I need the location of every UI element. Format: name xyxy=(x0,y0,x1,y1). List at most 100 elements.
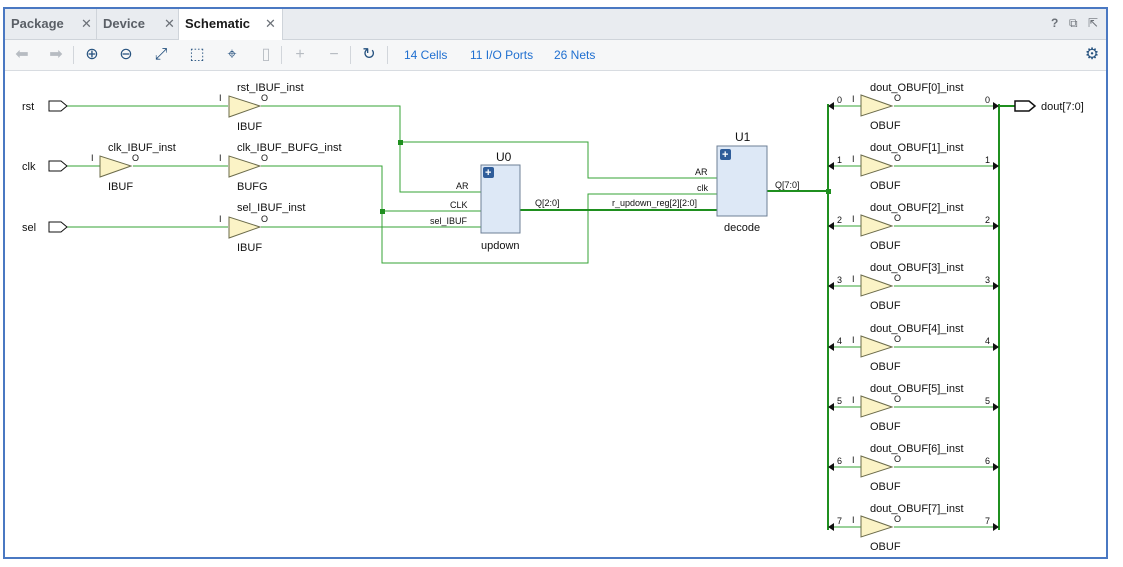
pin-label: CLK xyxy=(450,200,468,210)
expand-block-icon[interactable]: + xyxy=(483,167,494,179)
pin-label: O xyxy=(894,213,901,223)
pin-label: O xyxy=(894,394,901,404)
settings-gear-icon[interactable]: ⚙ xyxy=(1084,46,1100,63)
port-sel[interactable]: sel xyxy=(22,221,68,234)
obuf-6[interactable]: 6 6 I O dout_OBUF[6]_inst OBUF xyxy=(828,443,999,493)
pin-label: O xyxy=(132,153,139,163)
close-icon[interactable]: ✕ xyxy=(81,16,92,31)
pin-label: I xyxy=(852,94,855,104)
bit-index: 0 xyxy=(837,95,842,105)
cell-type: OBUF xyxy=(870,541,901,553)
junctions xyxy=(380,140,831,214)
u0-updown-block[interactable]: U0 + AR CLK sel_IBUF Q[2:0] updown xyxy=(430,150,560,252)
cell-name: dout_OBUF[3]_inst xyxy=(870,262,964,274)
bit-index: 6 xyxy=(985,456,990,466)
back-icon[interactable]: ⬅ xyxy=(15,46,29,63)
cell-type: OBUF xyxy=(870,240,901,252)
input-port-icon xyxy=(48,160,68,172)
obuf-1[interactable]: 1 1 I O dout_OBUF[1]_inst OBUF xyxy=(828,142,999,192)
pin-label: I xyxy=(852,154,855,164)
schematic-window: Package ✕ Device ✕ Schematic ✕ ? ⧉ ⇱ ⬅ ➡… xyxy=(3,7,1108,559)
obuf-2[interactable]: 2 2 I O dout_OBUF[2]_inst OBUF xyxy=(828,202,999,252)
pin-label: O xyxy=(894,454,901,464)
u1-decode-block[interactable]: U1 + AR clk Q[7:0] decode xyxy=(695,130,800,234)
svg-text:+: + xyxy=(485,167,491,179)
output-port-icon xyxy=(1014,100,1037,112)
schematic-canvas[interactable]: rst clk sel dout[7:0] clk_IBUF_inst I O xyxy=(5,71,1106,557)
bit-index: 7 xyxy=(837,516,842,526)
collapse-icon[interactable]: − xyxy=(329,46,339,63)
clk-bufg-cell[interactable]: clk_IBUF_BUFG_inst I O BUFG xyxy=(219,142,342,193)
cells-count-link[interactable]: 14 Cells xyxy=(404,48,448,62)
block-title: U0 xyxy=(496,150,512,164)
net-label: r_updown_reg[2][2:0] xyxy=(612,198,697,208)
buffer-icon xyxy=(228,95,262,118)
cell-name: dout_OBUF[4]_inst xyxy=(870,323,964,335)
cell-name: dout_OBUF[5]_inst xyxy=(870,383,964,395)
buffer-icon xyxy=(228,216,262,239)
cell-name: clk_IBUF_inst xyxy=(108,142,176,154)
sel-ibuf-cell[interactable]: sel_IBUF_inst I O IBUF xyxy=(219,202,305,254)
bit-index: 0 xyxy=(985,95,990,105)
pin-label: O xyxy=(894,93,901,103)
obuf-3[interactable]: 3 3 I O dout_OBUF[3]_inst OBUF xyxy=(828,262,999,312)
ungroup-icon[interactable]: ▯ xyxy=(261,46,271,63)
autofit-target-icon[interactable]: ⌖ xyxy=(227,46,237,63)
pin-label: sel_IBUF xyxy=(430,216,468,226)
toolbar: ⬅ ➡ ⊕ ⊖ ⤢ ⬚ ⌖ ▯ + − ↻ 14 Cells 11 I/O Po… xyxy=(5,40,1106,71)
obuf-0[interactable]: 0 0 I O dout_OBUF[0]_inst OBUF xyxy=(828,82,999,132)
obuf-7[interactable]: 7 7 I O dout_OBUF[7]_inst OBUF xyxy=(828,503,999,553)
expand-block-icon[interactable]: + xyxy=(720,149,731,161)
rst-ibuf-cell[interactable]: rst_IBUF_inst I O IBUF xyxy=(219,82,304,133)
cell-type: BUFG xyxy=(237,181,268,193)
buffer-icon xyxy=(860,515,894,538)
buffer-icon xyxy=(860,214,894,237)
zoom-select-icon[interactable]: ⬚ xyxy=(189,46,205,63)
port-rst[interactable]: rst xyxy=(22,100,68,113)
expand-icon[interactable]: + xyxy=(295,46,305,63)
forward-icon[interactable]: ➡ xyxy=(49,46,63,63)
zoom-in-icon[interactable]: ⊕ xyxy=(85,46,99,63)
block-title: U1 xyxy=(735,130,751,144)
cell-name: dout_OBUF[0]_inst xyxy=(870,82,964,94)
svg-text:+: + xyxy=(722,149,728,161)
buffer-icon xyxy=(860,274,894,297)
obuf-5[interactable]: 5 5 I O dout_OBUF[5]_inst OBUF xyxy=(828,383,999,433)
cell-type: OBUF xyxy=(870,120,901,132)
tab-device[interactable]: Device ✕ xyxy=(97,9,179,39)
input-port-icon xyxy=(48,221,68,233)
buses xyxy=(520,104,1015,530)
cell-type: OBUF xyxy=(870,180,901,192)
pin-label: I xyxy=(852,455,855,465)
tab-bar: Package ✕ Device ✕ Schematic ✕ ? ⧉ ⇱ xyxy=(5,9,1106,40)
close-icon[interactable]: ✕ xyxy=(265,16,276,31)
tab-package[interactable]: Package ✕ xyxy=(5,9,97,39)
buffer-icon xyxy=(860,94,894,117)
help-icon[interactable]: ? xyxy=(1051,16,1059,30)
bit-index: 5 xyxy=(985,396,990,406)
port-clk[interactable]: clk xyxy=(22,160,68,173)
pin-label: O xyxy=(894,514,901,524)
bit-index: 3 xyxy=(837,275,842,285)
tab-schematic[interactable]: Schematic ✕ xyxy=(179,9,283,40)
pin-label: I xyxy=(852,395,855,405)
obuf-4[interactable]: 4 4 I O dout_OBUF[4]_inst OBUF xyxy=(828,323,999,373)
bit-index: 2 xyxy=(985,215,990,225)
pin-label: O xyxy=(894,153,901,163)
port-dout[interactable]: dout[7:0] xyxy=(1014,100,1084,113)
refresh-icon[interactable]: ↻ xyxy=(362,46,376,63)
zoom-out-icon[interactable]: ⊖ xyxy=(119,46,133,63)
bit-index: 3 xyxy=(985,275,990,285)
nets-count-link[interactable]: 26 Nets xyxy=(554,48,596,62)
tab-label: Device xyxy=(103,16,145,31)
zoom-fit-icon[interactable]: ⤢ xyxy=(154,46,168,63)
pin-label: AR xyxy=(695,167,708,177)
clk-ibuf-cell[interactable]: clk_IBUF_inst I O IBUF xyxy=(91,142,176,193)
input-port-icon xyxy=(48,100,68,112)
bit-index: 1 xyxy=(837,155,842,165)
maximize-icon[interactable]: ⇱ xyxy=(1088,16,1099,30)
close-icon[interactable]: ✕ xyxy=(164,16,175,31)
io-ports-count-link[interactable]: 11 I/O Ports xyxy=(470,48,534,62)
cell-type: IBUF xyxy=(237,242,262,254)
restore-icon[interactable]: ⧉ xyxy=(1069,16,1078,30)
